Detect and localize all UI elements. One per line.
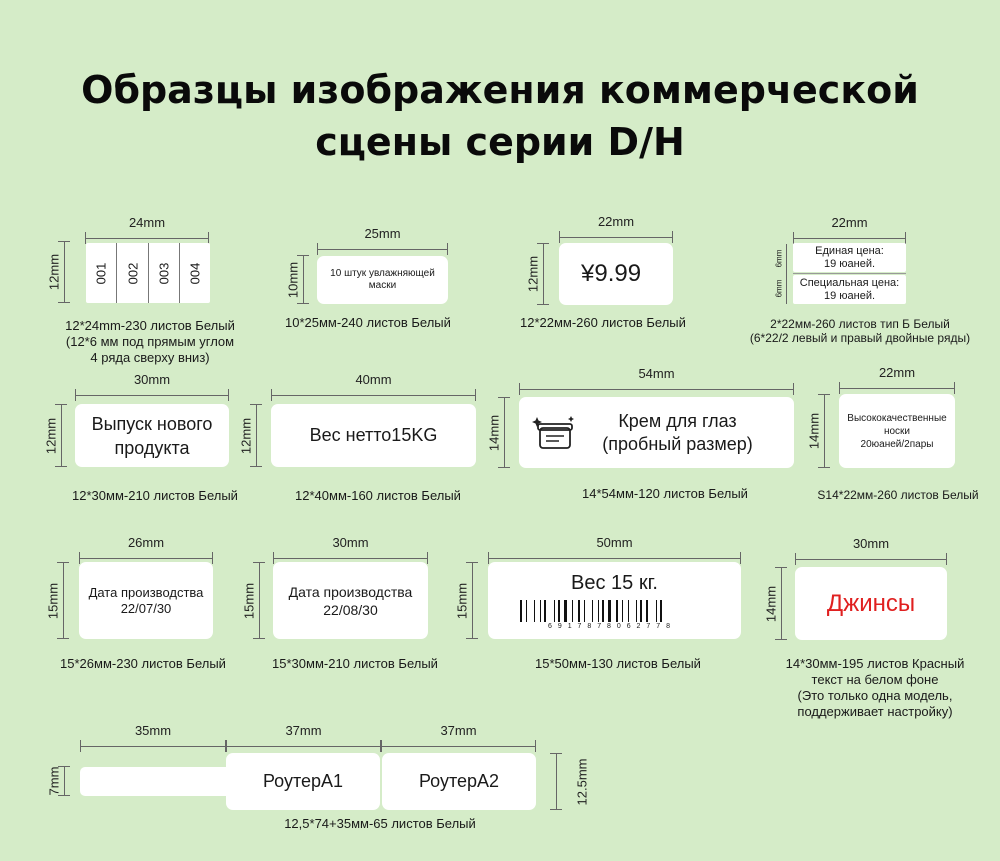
label-text-line: Крем для глаз xyxy=(618,410,737,431)
label-preview: 001 002 003 004 xyxy=(86,243,210,303)
barcode-bar xyxy=(544,600,546,622)
caption: 15*50мм-130 листов Белый xyxy=(535,656,701,671)
label-preview: Вес 15 кг. 6 9 1 7 8 7 8 0 6 2 7 7 8 xyxy=(488,562,741,639)
label-text-line: (пробный размер) xyxy=(602,433,753,454)
title-line-1: Образцы изображения коммерческой xyxy=(81,68,919,112)
label-preview: Высококачественные носки 20юаней/2пары xyxy=(839,394,955,468)
label-preview: 10 штук увлажняющей маски xyxy=(317,256,448,304)
tail-height-dimension: 7mm xyxy=(47,766,72,796)
barcode-bar xyxy=(656,600,657,622)
label-cell: 002 xyxy=(117,243,149,303)
caption: 12*22мм-260 листов Белый xyxy=(520,315,686,330)
height-dimension-bottom: 6mm xyxy=(774,279,784,298)
height-dimension: 15mm xyxy=(455,562,480,639)
barcode-bar xyxy=(660,600,662,622)
label-preview: ¥9.99 xyxy=(559,243,673,305)
barcode-bar xyxy=(564,600,567,622)
caption: 14*30мм-195 листов Красный текст на бело… xyxy=(785,656,965,719)
label-preview: Джинсы xyxy=(795,567,947,640)
barcode-bar xyxy=(554,600,555,622)
divider xyxy=(793,273,906,274)
barcode-bar xyxy=(526,600,527,622)
barcode-bar xyxy=(640,600,642,622)
label-preview: Крем для глаз (пробный размер) xyxy=(519,397,794,468)
width-dimension: 26mm xyxy=(79,535,213,566)
height-dimension-top: 6mm xyxy=(774,249,784,268)
width-dimension: 22mm xyxy=(793,215,906,246)
barcode xyxy=(520,600,662,622)
width-dimension: 30mm xyxy=(795,536,947,567)
label-tail xyxy=(80,767,240,796)
barcode-bar xyxy=(616,600,618,622)
barcode-digits: 6 9 1 7 8 7 8 0 6 2 7 7 8 xyxy=(548,623,672,630)
caption: S14*22мм-260 листов Белый xyxy=(817,488,979,502)
width-dimension: 22mm xyxy=(839,365,955,396)
width-dimension: 30mm xyxy=(273,535,428,566)
height-dimension: 14mm xyxy=(807,394,832,468)
label-text: Вес 15 кг. xyxy=(571,572,658,594)
height-dimension: 14mm xyxy=(764,567,789,640)
b-width-dimension: 37mm xyxy=(381,723,536,754)
caption: 12*24mm-230 листов Белый (12*6 мм под пр… xyxy=(65,318,235,365)
cream-jar-icon xyxy=(532,416,574,449)
caption: 2*22мм-260 листов тип Б Белый (6*22/2 ле… xyxy=(749,317,971,345)
height-dimension: 12.5mm xyxy=(550,753,590,810)
caption: 10*25мм-240 листов Белый xyxy=(285,315,451,330)
barcode-bar xyxy=(636,600,637,622)
label-preview-top: Единая цена: 19 юаней. xyxy=(793,243,906,272)
width-dimension: 30mm xyxy=(75,372,229,403)
barcode-bar xyxy=(628,600,629,622)
barcode-bar xyxy=(572,600,573,622)
height-dimension: 14mm xyxy=(487,397,512,468)
height-dimension: 12mm xyxy=(44,404,69,467)
barcode-bar xyxy=(534,600,535,622)
barcode-bar xyxy=(646,600,648,622)
label-preview: Вес нетто15KG xyxy=(271,404,476,467)
barcode-bar xyxy=(584,600,585,622)
caption: 14*54мм-120 листов Белый xyxy=(582,486,748,501)
barcode-bar xyxy=(602,600,604,622)
barcode-bar xyxy=(520,600,522,622)
barcode-bar xyxy=(578,600,580,622)
caption: 12*40мм-160 листов Белый xyxy=(295,488,461,503)
label-cell: 004 xyxy=(187,262,203,284)
width-dimension: 40mm xyxy=(271,372,476,403)
barcode-bar xyxy=(608,600,611,622)
dimension-line xyxy=(786,244,787,304)
label-part-a: РоутерA1 xyxy=(226,753,380,810)
label-cell: 001 xyxy=(86,243,118,303)
barcode-bar xyxy=(598,600,599,622)
width-dimension: 25mm xyxy=(317,226,448,257)
width-dimension: 54mm xyxy=(519,366,794,397)
a-width-dimension: 37mm xyxy=(226,723,381,754)
caption: 12,5*74+35мм-65 листов Белый xyxy=(284,816,476,831)
label-preview: Дата производства 22/07/30 xyxy=(79,562,213,639)
label-preview-bottom: Специальная цена: 19 юаней. xyxy=(793,275,906,304)
height-dimension: 12mm xyxy=(239,404,264,467)
barcode-bar xyxy=(592,600,593,622)
height-dimension: 12mm xyxy=(526,243,551,305)
tail-width-dimension: 35mm xyxy=(80,723,226,754)
width-dimension: 24mm xyxy=(85,215,209,246)
height-dimension: 12mm xyxy=(47,241,72,303)
label-preview: Выпуск нового продукта xyxy=(75,404,229,467)
caption: 12*30мм-210 листов Белый xyxy=(72,488,238,503)
barcode-bar xyxy=(540,600,541,622)
height-dimension: 15mm xyxy=(242,562,267,639)
caption: 15*26мм-230 листов Белый xyxy=(60,656,226,671)
barcode-bar xyxy=(558,600,560,622)
page-title: Образцы изображения коммерческой сцены с… xyxy=(0,64,1000,168)
width-dimension: 22mm xyxy=(559,214,673,245)
barcode-bar xyxy=(622,600,623,622)
caption: 15*30мм-210 листов Белый xyxy=(272,656,438,671)
label-cell: 003 xyxy=(149,243,180,303)
width-dimension: 50mm xyxy=(488,535,741,566)
title-line-2: сцены серии D/H xyxy=(315,120,685,164)
label-part-b: РоутерA2 xyxy=(382,753,536,810)
label-preview: Дата производства 22/08/30 xyxy=(273,562,428,639)
height-dimension: 10mm xyxy=(286,255,311,304)
height-dimension: 15mm xyxy=(46,562,71,639)
